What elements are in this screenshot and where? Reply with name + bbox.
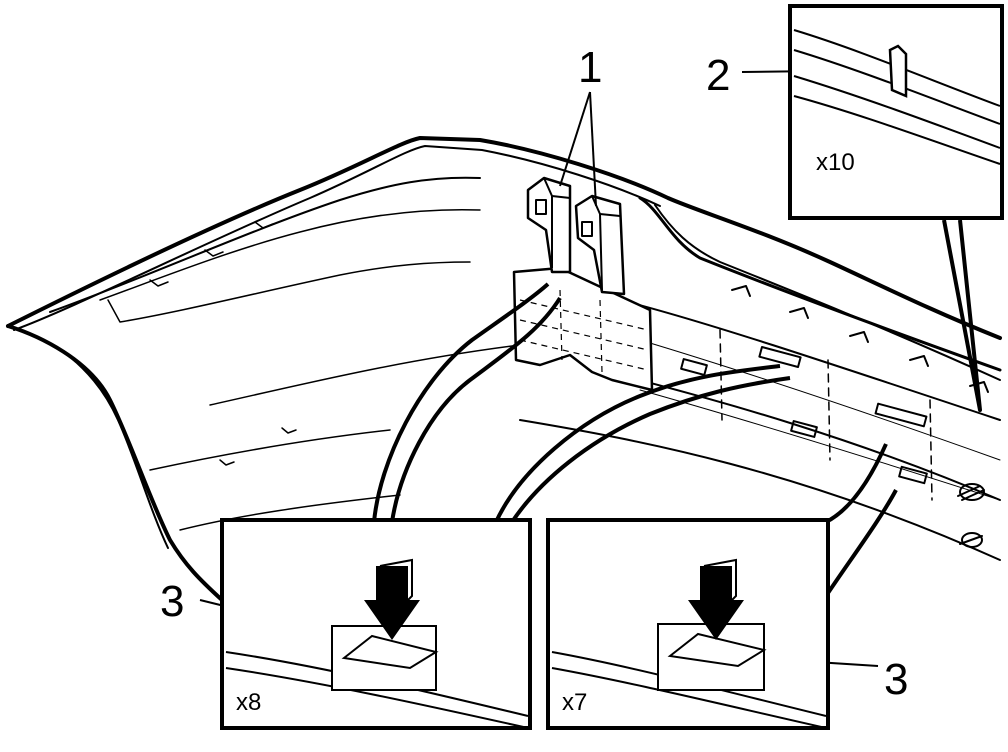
detail-top-qty: x10 — [816, 149, 855, 176]
slot-3 — [254, 221, 274, 229]
rail-slot-4 — [874, 402, 928, 428]
callout-3-left: 3 — [160, 577, 184, 626]
rail-panel-lines — [639, 339, 1001, 501]
detail-left-slot-inner — [341, 634, 439, 670]
callout-2: 2 — [706, 51, 730, 100]
stud-lower-right — [959, 532, 983, 548]
bumper-outer-edge — [6, 136, 1002, 340]
bumper-inner-top — [49, 176, 481, 313]
rail-slot-1 — [680, 358, 708, 376]
press-arrow-left-icon — [364, 558, 420, 640]
mounting-bracket — [512, 176, 654, 392]
detail-box-left-frame — [220, 518, 532, 730]
clip-left — [526, 176, 572, 274]
leader-1b — [589, 91, 597, 207]
rail-slot-3 — [790, 420, 818, 438]
detail-top-clip — [888, 44, 908, 98]
detail-box-top: x10 — [788, 4, 1004, 220]
rail-top-edge — [638, 196, 1002, 372]
detail-box-left: x8 — [220, 518, 532, 730]
callout-3-right: 3 — [884, 655, 908, 704]
slot-5 — [281, 427, 297, 434]
funnel-right — [494, 364, 791, 524]
rail-top-edge-2 — [654, 204, 1001, 381]
detail-right-slot-inner — [667, 632, 767, 668]
bumper-inner-low — [209, 344, 521, 406]
slot-2 — [204, 249, 224, 257]
slot-4 — [219, 459, 235, 466]
bumper-rail — [519, 196, 1002, 561]
clip-right-hole — [581, 221, 593, 237]
funnel-top — [942, 219, 982, 412]
clip-left-hole — [535, 199, 547, 215]
bumper-inner-lower — [149, 429, 391, 471]
rail-slot-5 — [898, 465, 928, 485]
detail-box-right: x7 — [546, 518, 830, 730]
bumper-cover — [6, 136, 1002, 602]
rail-top-tabs — [731, 285, 989, 393]
bumper-inner-bottom — [179, 494, 401, 531]
clip-left-face — [543, 177, 571, 268]
callout-1: 1 — [578, 43, 602, 92]
bumper-left-flank-inner — [29, 333, 169, 549]
rail-front — [619, 299, 1001, 421]
slot-1 — [149, 279, 169, 287]
callout-funnels — [372, 219, 982, 598]
bumper-recess — [107, 261, 471, 323]
press-arrow-right-icon — [688, 558, 744, 640]
funnel-left — [372, 282, 562, 523]
detail-left-qty: x8 — [236, 689, 261, 716]
funnel-right-2 — [824, 443, 898, 598]
rail-bottom — [519, 419, 1001, 561]
stud-upper-right — [957, 483, 985, 501]
leader-1a — [559, 91, 591, 187]
bumper-left-flank — [6, 324, 224, 602]
detail-right-qty: x7 — [562, 689, 587, 716]
clip-right-face — [591, 195, 621, 291]
rail-slot-2 — [758, 345, 802, 369]
